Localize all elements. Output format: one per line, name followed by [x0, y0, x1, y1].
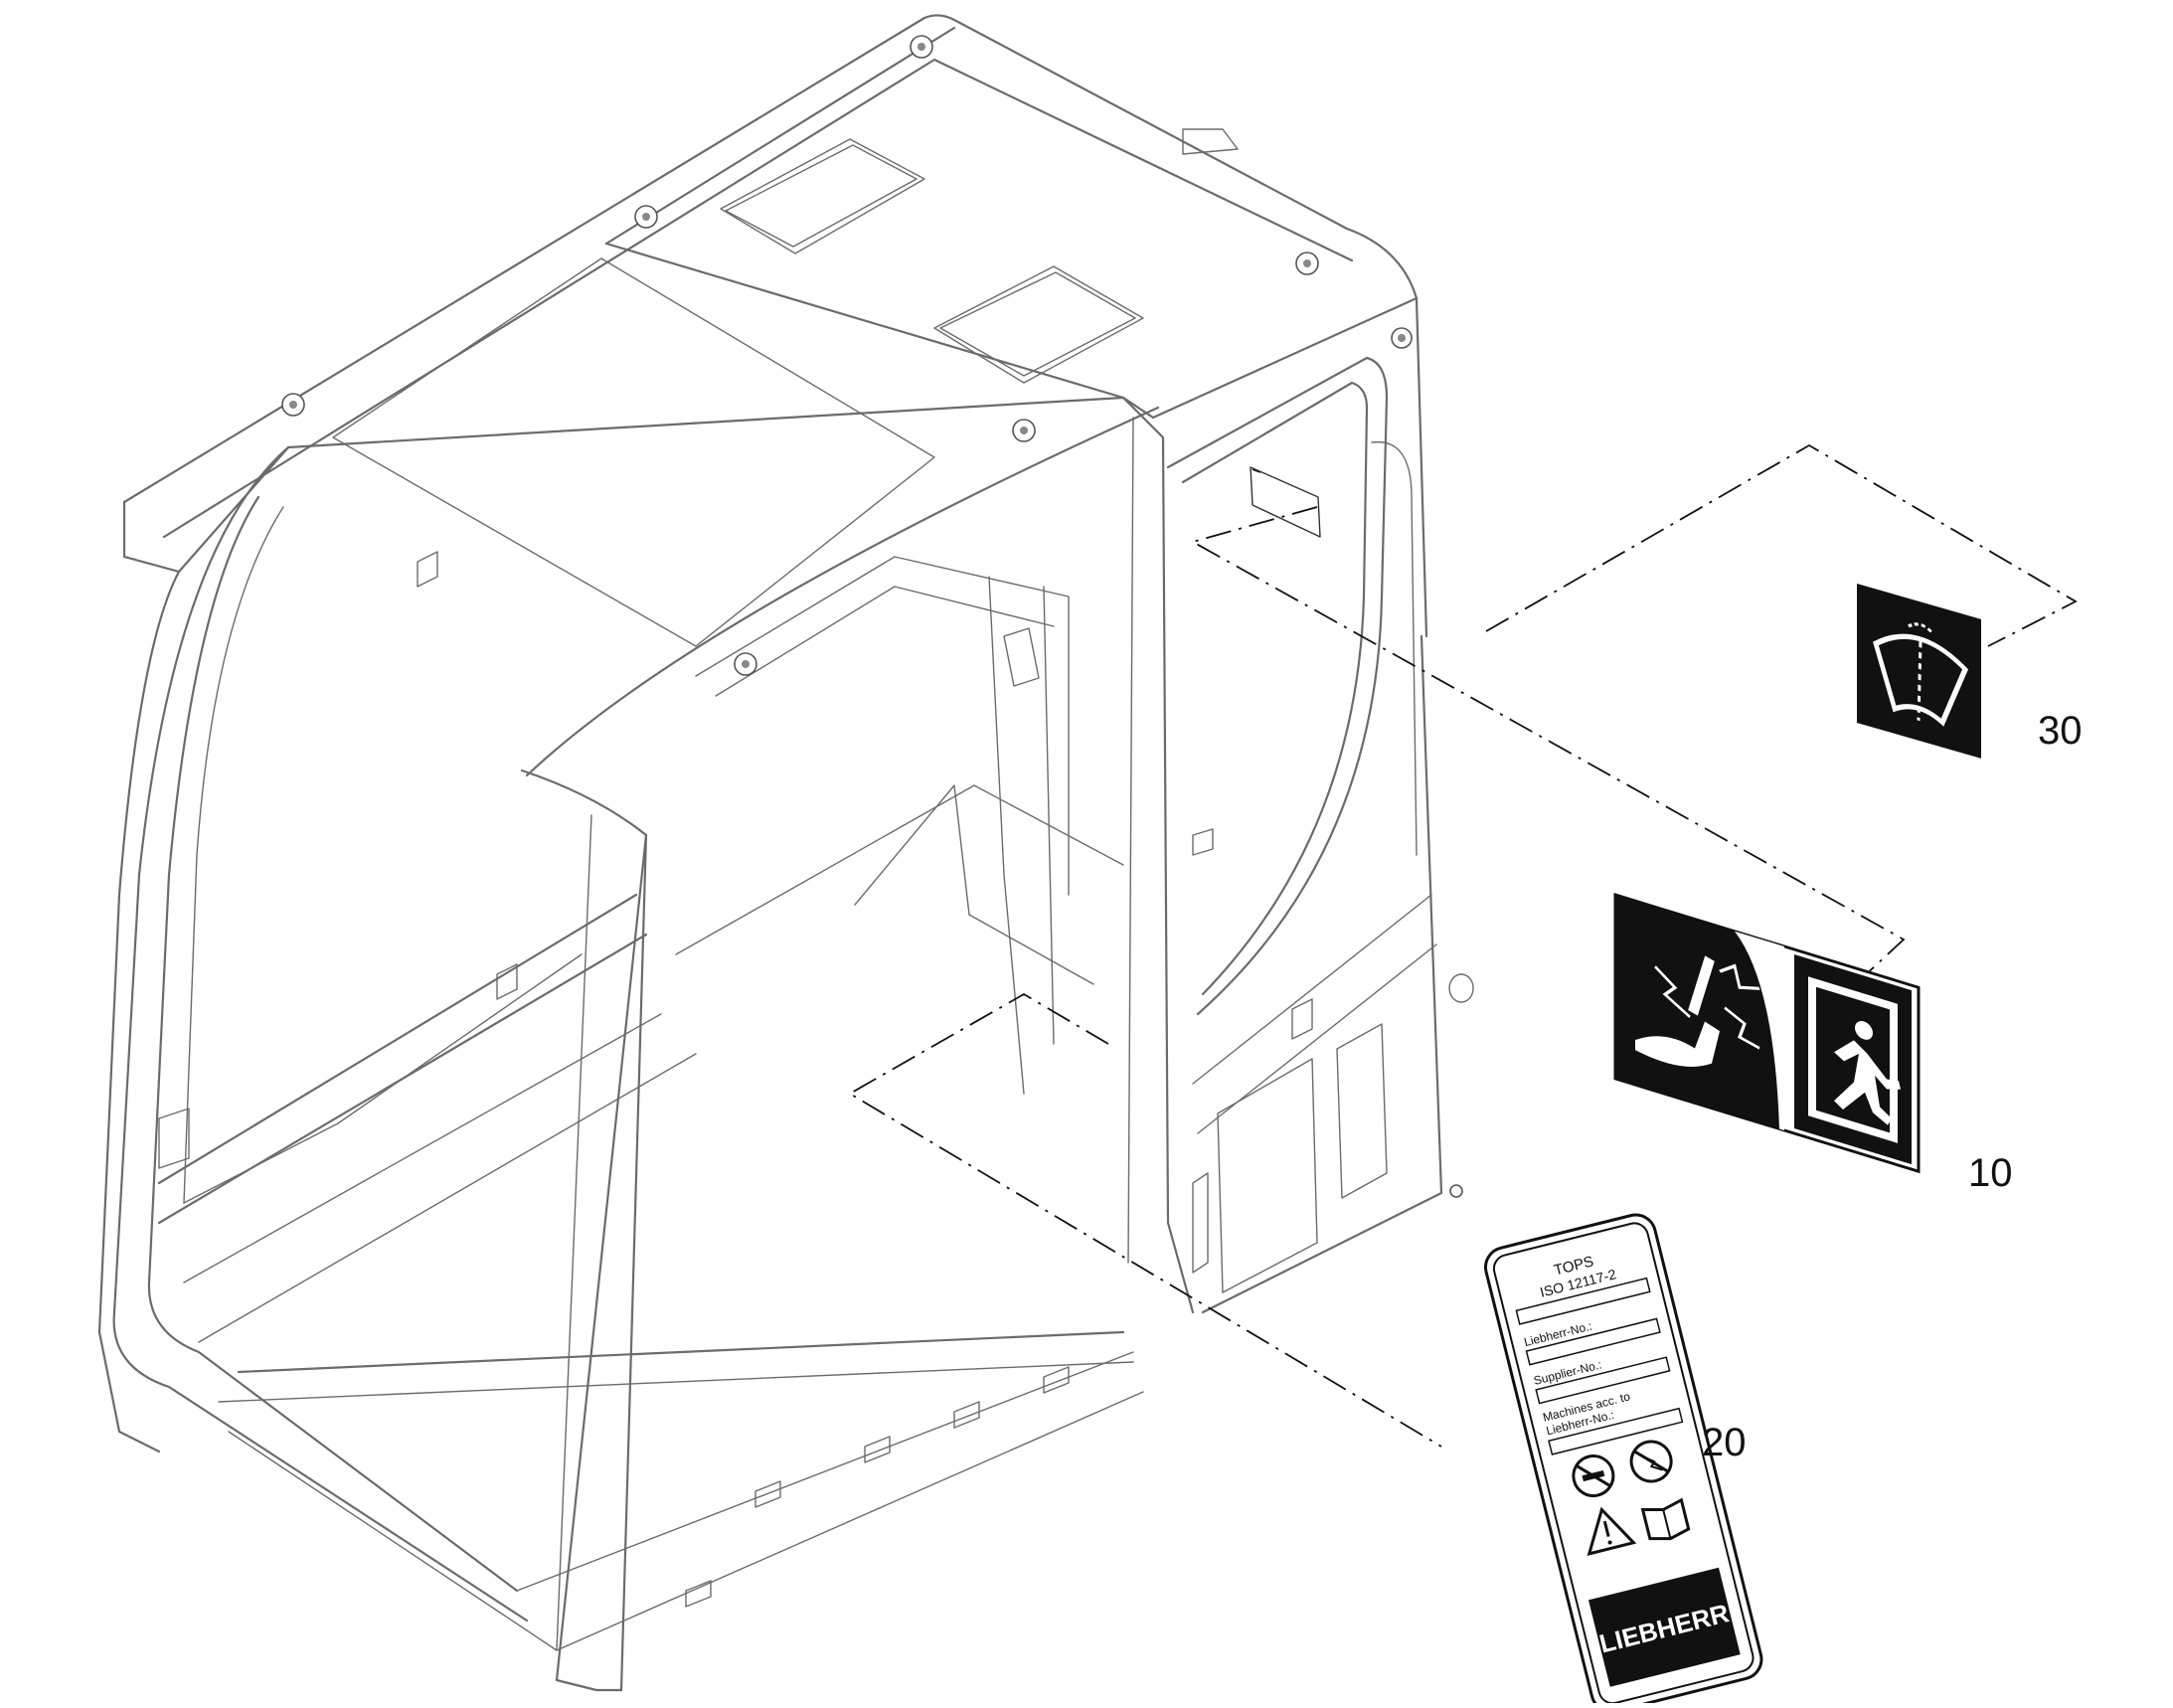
shock-exit-sticker	[1613, 893, 1921, 1174]
callout-10: 10	[1968, 1151, 2013, 1195]
no-welding-icon	[1629, 1440, 1673, 1483]
callout-30: 30	[2038, 709, 2083, 753]
cab-frame	[97, 14, 1474, 1692]
electric-shock-hammer-icon	[1615, 895, 1784, 1130]
no-smoking-icon	[1572, 1454, 1615, 1498]
wiper-icon	[1873, 622, 1969, 727]
manual-book-icon	[1640, 1497, 1691, 1541]
tops-plate: TOPS ISO 12117-2 Liebherr-No.: Supplier-…	[1484, 1213, 1763, 1708]
emergency-exit-icon	[1794, 954, 1912, 1165]
frame-bolts	[281, 35, 1463, 1198]
callout-20: 20	[1702, 1421, 1747, 1464]
warning-triangle-icon	[1587, 1506, 1637, 1556]
wiper-sticker	[1857, 584, 1981, 759]
